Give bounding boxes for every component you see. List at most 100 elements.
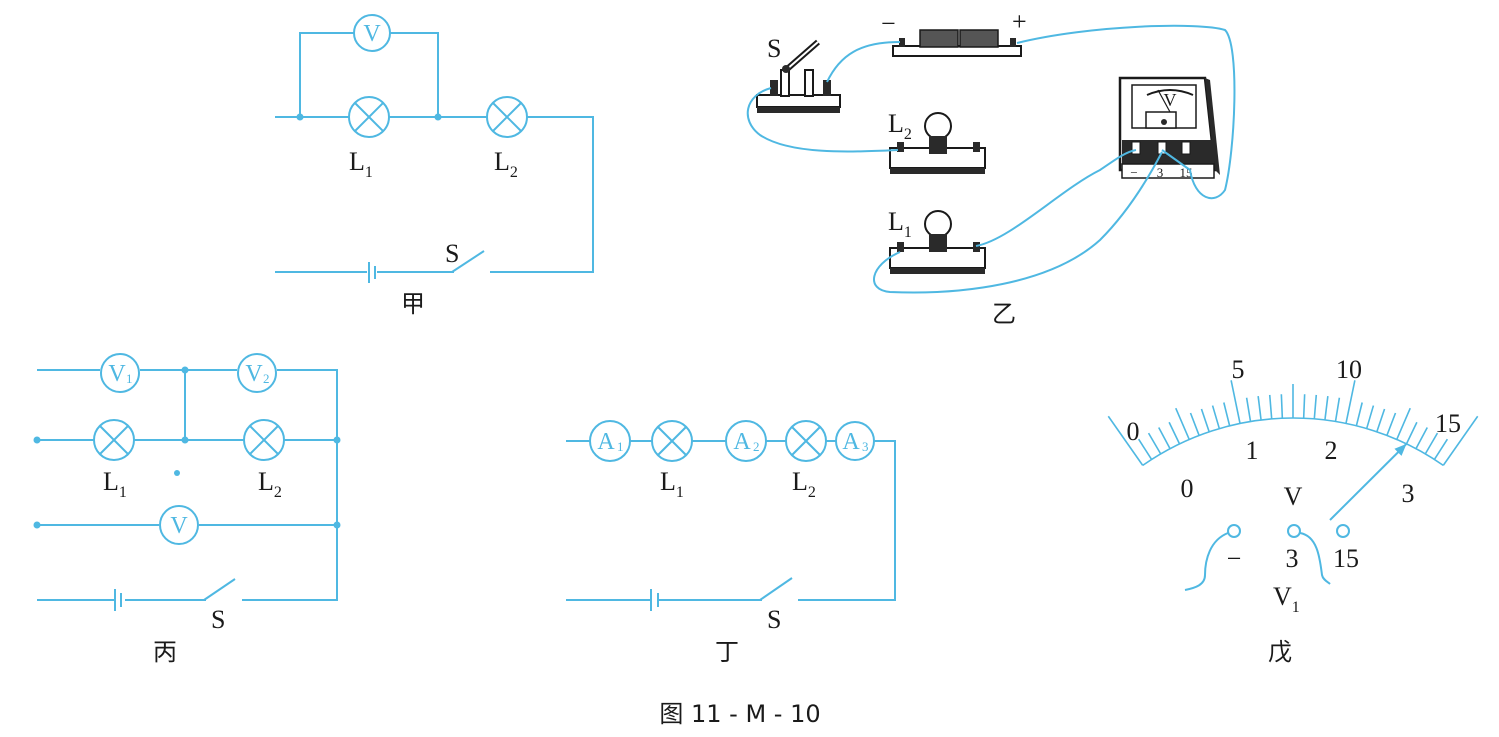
ding-lamp2-symbol bbox=[785, 420, 827, 462]
yi-wire-switch-battery bbox=[826, 41, 901, 83]
wu-dial-tick bbox=[1268, 394, 1273, 419]
wu-dial-tick bbox=[1175, 407, 1190, 440]
wu-dial-tick bbox=[1230, 380, 1241, 424]
wu-dial-tick bbox=[1158, 427, 1171, 450]
svg-text:2: 2 bbox=[753, 439, 760, 454]
jia-lamp1-label: L1 bbox=[349, 147, 373, 181]
wu-dial-tick bbox=[1415, 427, 1428, 450]
jia-junction bbox=[296, 113, 304, 121]
ding-lamp2-label: L2 bbox=[792, 467, 816, 501]
wu-terminal-15-label: 15 bbox=[1333, 544, 1359, 573]
wu-inner-tick-label: 1 bbox=[1246, 436, 1259, 465]
bing-junction bbox=[181, 366, 189, 374]
bing-voltmeter2-symbol: V 2 bbox=[237, 353, 277, 393]
bing-lamp2-label: L2 bbox=[258, 467, 282, 501]
yi-wire-lamp1-voltmeter-neg bbox=[975, 149, 1137, 247]
bing-voltmeter1-symbol: V 1 bbox=[100, 353, 140, 393]
jia-caption: 甲 bbox=[401, 290, 425, 318]
wu-dial-tick bbox=[1245, 397, 1252, 422]
yi-lamp2-label: L2 bbox=[888, 109, 912, 143]
wu-terminal-3-label: 3 bbox=[1286, 544, 1299, 573]
wu-inner-tick-label: 3 bbox=[1402, 479, 1415, 508]
wu-dial-tick bbox=[1405, 421, 1418, 445]
bing-switch-blade bbox=[203, 578, 236, 601]
circuit-bing: V 1 V 2 V L1 L2 S 丙 bbox=[33, 353, 341, 666]
wu-dial-tick bbox=[1211, 405, 1221, 429]
wu-terminal-negative bbox=[1227, 524, 1241, 538]
wu-dial-arc bbox=[1142, 417, 1444, 467]
wu-dial-tick bbox=[1313, 394, 1318, 419]
wu-dial-tick bbox=[1433, 438, 1449, 460]
svg-text:1: 1 bbox=[126, 371, 133, 386]
wu-dial-tick bbox=[1345, 380, 1356, 424]
bing-junction bbox=[333, 436, 341, 444]
ding-lamp1-symbol bbox=[651, 420, 693, 462]
yi-battery-negative-label: − bbox=[881, 9, 896, 38]
jia-switch-blade bbox=[451, 250, 485, 273]
wu-dial-tick bbox=[1302, 394, 1306, 419]
svg-text:1: 1 bbox=[617, 439, 624, 454]
yi-battery-box bbox=[892, 29, 1022, 57]
yi-terminal-3-label: 3 bbox=[1157, 165, 1164, 180]
yi-voltmeter-face-label: V bbox=[1164, 90, 1177, 110]
wu-dial-tick bbox=[1257, 396, 1262, 421]
wu-terminal-negative-label: − bbox=[1227, 544, 1242, 573]
wu-dial-tick bbox=[1324, 396, 1329, 421]
yi-lamp1-board bbox=[889, 210, 986, 274]
wu-wire-3 bbox=[1299, 532, 1331, 585]
circuit-ding: A 1 A 2 A 3 L1 L2 S 丁 bbox=[566, 420, 896, 666]
yi-terminal-negative-label: − bbox=[1130, 165, 1137, 180]
wu-dial-tick bbox=[1442, 415, 1479, 466]
jia-voltmeter-branch bbox=[299, 32, 439, 117]
ding-switch-label: S bbox=[767, 605, 781, 634]
wu-dial-tick bbox=[1137, 438, 1153, 460]
bing-junction bbox=[181, 436, 189, 444]
wu-dial-scale bbox=[1107, 380, 1479, 467]
yi-voltmeter-device bbox=[1118, 76, 1220, 179]
ding-ammeter1-symbol: A 1 bbox=[589, 420, 631, 462]
wu-dial-tick bbox=[1424, 432, 1439, 455]
ding-caption: 丁 bbox=[715, 638, 739, 666]
jia-lamp1-symbol bbox=[348, 96, 390, 138]
yi-battery-positive-label: + bbox=[1012, 7, 1027, 36]
wu-terminal-15 bbox=[1336, 524, 1350, 538]
bing-outer-loop bbox=[37, 369, 338, 601]
wu-dial-tick bbox=[1376, 408, 1386, 433]
wu-meter-name: V1 bbox=[1273, 582, 1300, 616]
yi-knife-switch bbox=[756, 39, 841, 113]
voltmeter-label: V bbox=[363, 21, 381, 47]
bing-junction bbox=[333, 521, 341, 529]
svg-text:V: V bbox=[245, 361, 263, 387]
wu-unit-label: V bbox=[1284, 482, 1303, 511]
wu-needle-shaft bbox=[1329, 443, 1408, 521]
bing-voltmeter-symbol: V bbox=[159, 505, 199, 545]
yi-lamp2-board bbox=[889, 112, 986, 174]
svg-text:A: A bbox=[597, 429, 615, 455]
yi-switch-label: S bbox=[767, 34, 781, 63]
jia-main-loop bbox=[275, 116, 594, 273]
bing-switch-label: S bbox=[211, 605, 225, 634]
wu-dial-tick bbox=[1334, 397, 1341, 422]
bing-lamp1-label: L1 bbox=[103, 467, 127, 501]
yi-caption: 乙 bbox=[992, 300, 1016, 328]
svg-text:V: V bbox=[170, 513, 188, 539]
wu-needle-arrowhead bbox=[1394, 443, 1407, 456]
jia-voltmeter-symbol: V bbox=[353, 14, 391, 52]
svg-text:V: V bbox=[108, 361, 126, 387]
figure-caption: 图 11 - M - 10 bbox=[659, 700, 820, 728]
wu-dial-tick bbox=[1365, 405, 1375, 429]
wu-outer-tick-label: 15 bbox=[1435, 409, 1461, 438]
bing-lamp2-symbol bbox=[243, 419, 285, 461]
ding-ammeter3-symbol: A 3 bbox=[835, 421, 875, 461]
wu-dial-tick bbox=[1189, 412, 1200, 436]
wu-dial-tick bbox=[1386, 412, 1397, 436]
circuit-yi: S − + L2 bbox=[746, 7, 1236, 328]
wu-dial-tick bbox=[1200, 408, 1210, 433]
wu-needle bbox=[1329, 443, 1408, 521]
wu-dial-tick bbox=[1168, 421, 1181, 445]
wu-outer-tick-label: 10 bbox=[1336, 355, 1362, 384]
wu-inner-tick-label: 2 bbox=[1325, 436, 1338, 465]
bing-stray-dot bbox=[174, 470, 180, 476]
meter-wu: 0 5 10 15 0 1 2 3 V − 3 15 V1 戊 bbox=[1107, 355, 1479, 666]
bing-junction bbox=[33, 521, 41, 529]
